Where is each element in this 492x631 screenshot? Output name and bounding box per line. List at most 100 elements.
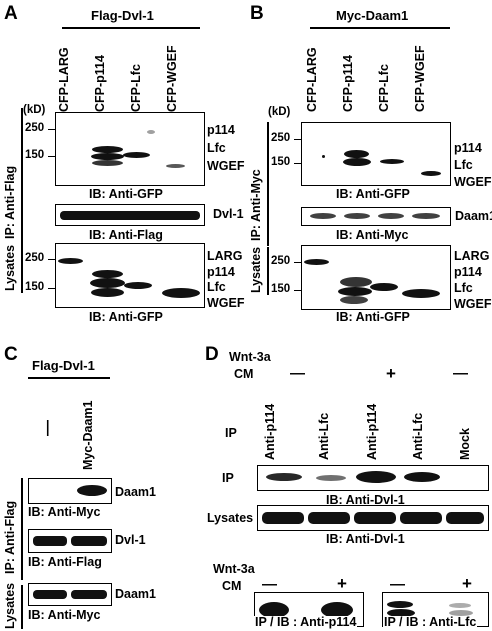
panel-b-ip-bracket bbox=[267, 122, 269, 246]
panel-d-ip-row: IP bbox=[225, 426, 237, 440]
panel-a-tick-250 bbox=[48, 129, 55, 130]
panel-c-lane-1: — bbox=[39, 420, 56, 436]
panel-b-ip-label: IP: Anti-Myc bbox=[249, 169, 263, 241]
panel-c-label-daam1: Daam1 bbox=[115, 485, 156, 499]
band bbox=[343, 158, 371, 166]
panel-d-sub-minus-2: — bbox=[390, 576, 405, 593]
band bbox=[123, 152, 150, 158]
panel-c-lysates-bracket bbox=[21, 585, 23, 629]
band bbox=[404, 472, 440, 482]
panel-a-label-p114: p114 bbox=[207, 123, 235, 137]
panel-a-lane-4: CFP-WGEF bbox=[165, 45, 179, 112]
band bbox=[316, 475, 346, 481]
band bbox=[344, 213, 370, 219]
band bbox=[166, 164, 185, 168]
panel-b-lane-4: CFP-WGEF bbox=[413, 45, 427, 112]
panel-b-lysates-label: Lysates bbox=[249, 246, 263, 293]
band bbox=[58, 258, 83, 264]
panel-b-label-wgef-lys: WGEF bbox=[454, 297, 492, 311]
panel-b-blot-myc bbox=[301, 207, 451, 226]
panel-b-lys-marker-250: 250 bbox=[271, 255, 291, 267]
panel-a-label-lfc: Lfc bbox=[207, 141, 226, 155]
panel-a-ib3: IB: Anti-GFP bbox=[89, 310, 163, 324]
panel-d-lane-4: Anti-Lfc bbox=[411, 412, 425, 460]
panel-b-tick-150 bbox=[294, 163, 301, 164]
panel-letter-c: C bbox=[4, 344, 18, 365]
band bbox=[370, 283, 398, 291]
band bbox=[77, 485, 107, 496]
panel-a-label-dvl1: Dvl-1 bbox=[213, 207, 244, 221]
panel-d-ib2: IB: Anti-Dvl-1 bbox=[326, 532, 405, 546]
band bbox=[60, 211, 200, 220]
band bbox=[308, 512, 350, 524]
band bbox=[344, 150, 369, 158]
panel-a-marker-150: 150 bbox=[25, 149, 45, 161]
band bbox=[387, 601, 413, 608]
panel-d-blot-ip bbox=[257, 465, 489, 491]
band bbox=[92, 146, 123, 153]
panel-d-sub-plus-1: + bbox=[337, 574, 347, 593]
panel-b-lysates-bracket bbox=[267, 247, 269, 295]
panel-d-lane-1: Anti-p114 bbox=[263, 403, 277, 460]
band bbox=[124, 282, 152, 289]
panel-d-lane-3: Anti-p114 bbox=[365, 403, 379, 460]
panel-b-label-daam1: Daam1 bbox=[455, 209, 492, 223]
panel-c-blot-myc bbox=[28, 478, 112, 504]
panel-d-blot-lysates bbox=[257, 505, 489, 531]
panel-a-lane-2: CFP-p114 bbox=[93, 55, 107, 112]
band bbox=[340, 296, 368, 304]
band bbox=[162, 288, 200, 298]
panel-a-lys-tick-150 bbox=[48, 288, 55, 289]
panel-d-lane-5: Mock bbox=[458, 428, 472, 460]
band bbox=[402, 289, 440, 298]
panel-d-minus-2: — bbox=[453, 365, 468, 382]
panel-d-sub-plus-2: + bbox=[462, 574, 472, 593]
panel-d-cm-2: CM bbox=[222, 579, 242, 593]
panel-a-label-lfc-lys: Lfc bbox=[207, 280, 226, 294]
band bbox=[321, 602, 353, 618]
panel-b-marker-150: 150 bbox=[271, 156, 291, 168]
panel-a-lane-1: CFP-LARG bbox=[57, 47, 71, 112]
band bbox=[354, 512, 396, 524]
panel-a-lys-marker-250: 250 bbox=[25, 252, 45, 264]
band bbox=[147, 130, 155, 134]
band bbox=[92, 270, 123, 278]
panel-d-foot2: IP / IB : Anti-Lfc bbox=[383, 615, 478, 629]
panel-d-lane-2: Anti-Lfc bbox=[317, 412, 331, 460]
band bbox=[91, 288, 124, 297]
panel-d-wnt-2: Wnt-3a bbox=[213, 562, 255, 576]
panel-c-ib2: IB: Anti-Flag bbox=[28, 555, 102, 569]
panel-b-blot-ip bbox=[301, 122, 451, 186]
panel-b-lys-tick-150 bbox=[294, 290, 301, 291]
panel-d-ip-label: IP bbox=[222, 471, 234, 485]
band bbox=[322, 155, 325, 158]
panel-d-wnt: Wnt-3a bbox=[229, 350, 271, 364]
panel-d-foot1: IP / IB : Anti-p114 bbox=[254, 615, 358, 629]
panel-b-marker-250: 250 bbox=[271, 132, 291, 144]
panel-a-marker-250: 250 bbox=[25, 122, 45, 134]
band bbox=[446, 512, 484, 524]
panel-a-ib2: IB: Anti-Flag bbox=[89, 228, 163, 242]
band bbox=[378, 213, 404, 219]
panel-a-lysates-bracket bbox=[21, 245, 23, 293]
panel-c-blot-flag bbox=[28, 529, 112, 553]
panel-b-lane-2: CFP-p114 bbox=[341, 55, 355, 112]
panel-d-cm: CM bbox=[234, 367, 254, 381]
panel-b-label-wgef: WGEF bbox=[454, 175, 492, 189]
panel-a-lysates-label: Lysates bbox=[3, 244, 17, 291]
panel-b-lane-3: CFP-Lfc bbox=[377, 64, 391, 112]
panel-b-ib1: IB: Anti-GFP bbox=[336, 187, 410, 201]
band bbox=[449, 603, 471, 608]
band bbox=[92, 160, 123, 166]
panel-a-tick-150 bbox=[48, 156, 55, 157]
panel-a-label-wgef-lys: WGEF bbox=[207, 296, 245, 310]
panel-d-sub-minus-1: — bbox=[262, 576, 277, 593]
panel-a-lys-marker-150: 150 bbox=[25, 281, 45, 293]
panel-b-label-lfc: Lfc bbox=[454, 158, 473, 172]
panel-a-header-line bbox=[62, 27, 200, 29]
panel-b-label-larg: LARG bbox=[454, 249, 490, 263]
panel-a-lane-3: CFP-Lfc bbox=[129, 64, 143, 112]
band bbox=[90, 278, 125, 288]
panel-b-header: Myc-Daam1 bbox=[336, 8, 409, 23]
band bbox=[356, 471, 396, 483]
